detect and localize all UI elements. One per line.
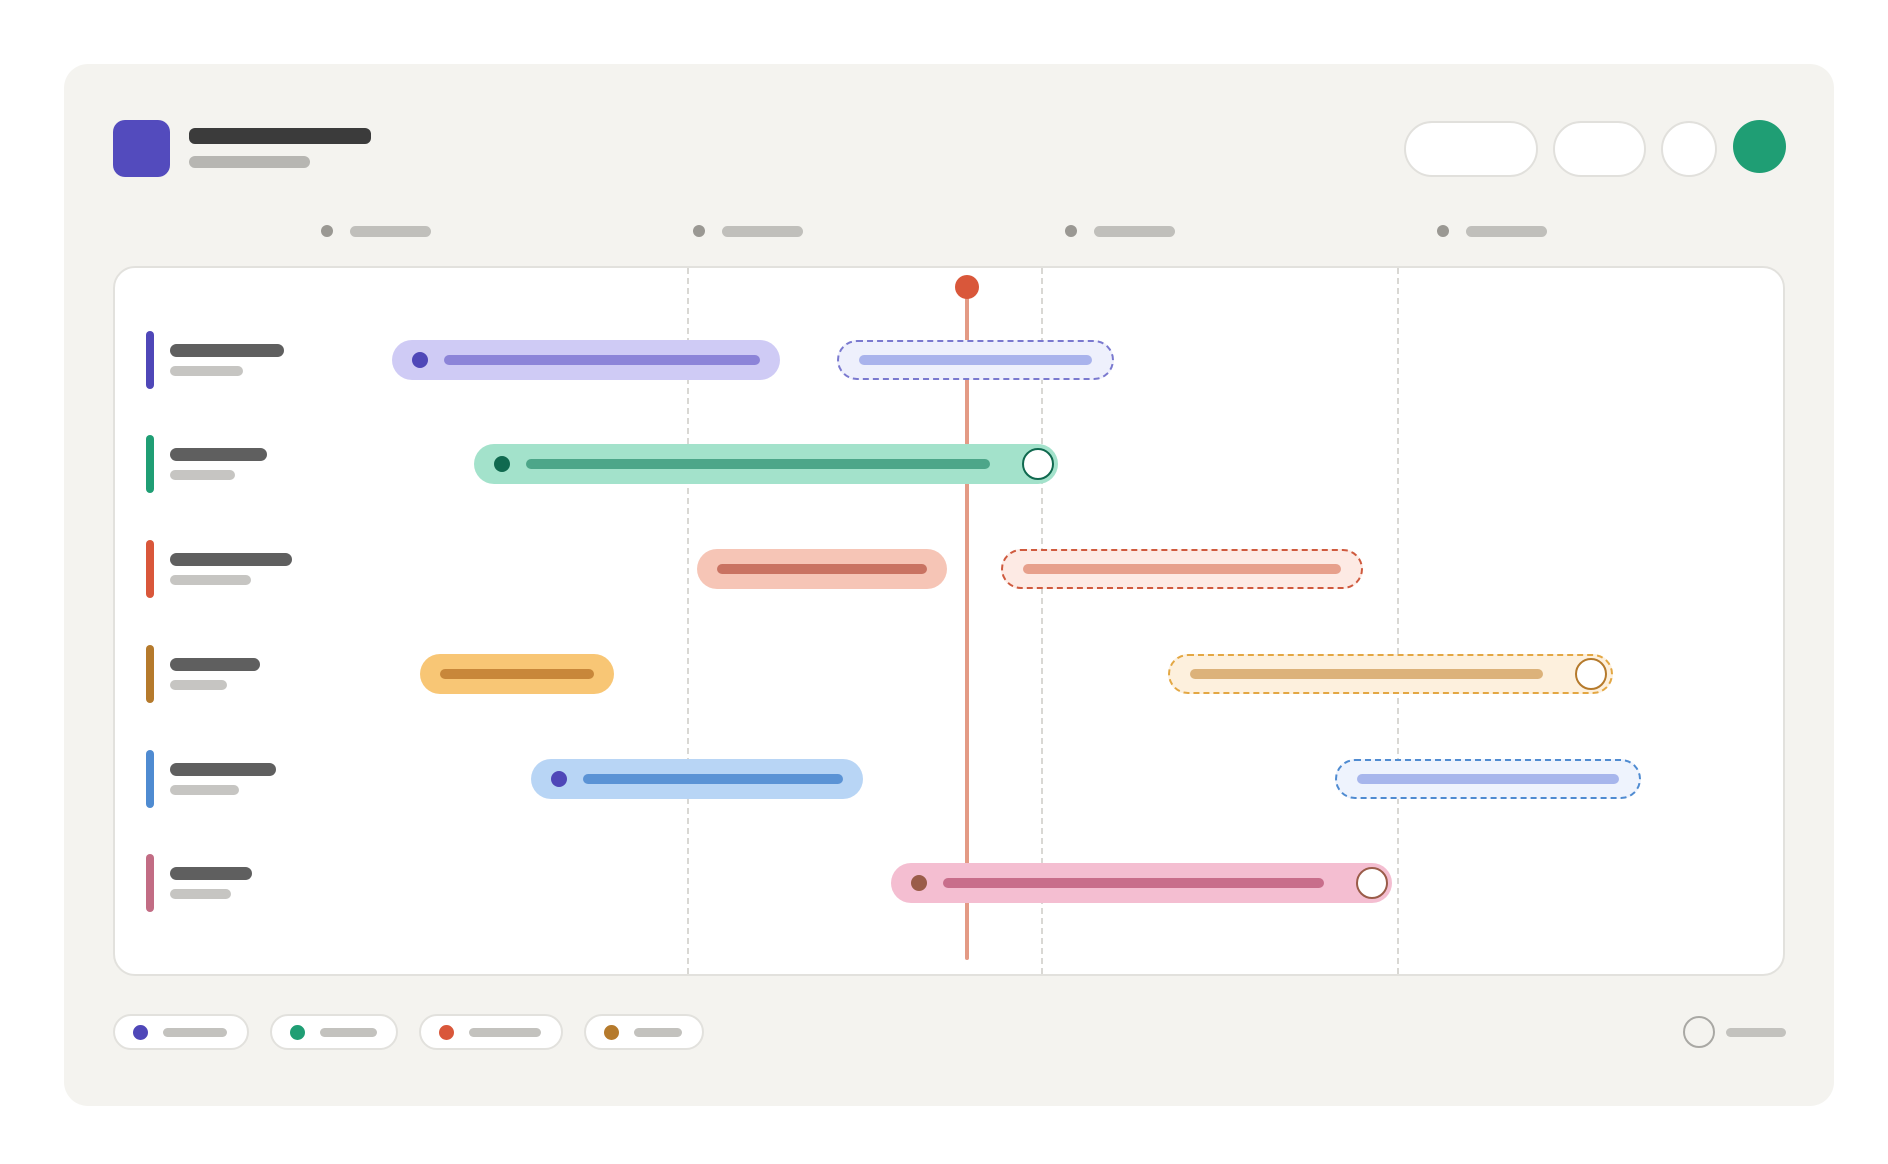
legend-chip[interactable] — [584, 1014, 704, 1050]
header-button-medium[interactable] — [1553, 121, 1646, 177]
column-2-header[interactable] — [722, 226, 803, 237]
gridline — [687, 268, 689, 974]
today-marker-icon[interactable] — [955, 275, 979, 299]
column-3-header[interactable] — [1094, 226, 1175, 237]
row-6-title[interactable] — [170, 867, 252, 880]
milestone-circle-icon[interactable] — [1575, 658, 1607, 690]
legend-color-dot-icon — [290, 1025, 305, 1040]
column-2-marker-icon — [693, 225, 705, 237]
task-bar[interactable] — [392, 340, 780, 380]
column-3-marker-icon — [1065, 225, 1077, 237]
row-1-color-accent — [146, 331, 154, 389]
column-1-marker-icon — [321, 225, 333, 237]
legend-chip[interactable] — [270, 1014, 398, 1050]
circle-outline-icon[interactable] — [1683, 1016, 1715, 1048]
row-4-color-accent — [146, 645, 154, 703]
app-title — [189, 128, 371, 144]
row-3-title[interactable] — [170, 553, 292, 566]
milestone-circle-icon[interactable] — [1356, 867, 1388, 899]
zoom-label — [1726, 1028, 1786, 1037]
legend-color-dot-icon — [604, 1025, 619, 1040]
legend-label — [163, 1028, 227, 1037]
row-3-subtitle — [170, 575, 251, 585]
user-avatar[interactable] — [1733, 120, 1786, 173]
legend-label — [469, 1028, 541, 1037]
task-status-dot-icon — [551, 771, 567, 787]
row-6-color-accent — [146, 854, 154, 912]
column-4-header[interactable] — [1466, 226, 1547, 237]
column-1-header[interactable] — [350, 226, 431, 237]
row-2-title[interactable] — [170, 448, 267, 461]
planned-task-bar[interactable] — [837, 340, 1114, 380]
header-button-wide[interactable] — [1404, 121, 1538, 177]
gridline — [1397, 268, 1399, 974]
task-progress — [1357, 774, 1619, 784]
legend-label — [634, 1028, 682, 1037]
planned-task-bar[interactable] — [1001, 549, 1363, 589]
legend-color-dot-icon — [439, 1025, 454, 1040]
timeline-card — [113, 266, 1785, 976]
app-logo[interactable] — [113, 120, 170, 177]
planned-task-bar[interactable] — [1335, 759, 1641, 799]
legend-chip[interactable] — [419, 1014, 563, 1050]
legend-chip[interactable] — [113, 1014, 249, 1050]
planned-task-bar[interactable] — [1168, 654, 1613, 694]
row-4-title[interactable] — [170, 658, 260, 671]
row-2-subtitle — [170, 470, 235, 480]
column-4-marker-icon — [1437, 225, 1449, 237]
row-4-subtitle — [170, 680, 227, 690]
milestone-circle-icon[interactable] — [1022, 448, 1054, 480]
task-status-dot-icon — [494, 456, 510, 472]
row-3-color-accent — [146, 540, 154, 598]
task-progress — [526, 459, 990, 469]
task-status-dot-icon — [412, 352, 428, 368]
task-bar[interactable] — [420, 654, 614, 694]
task-progress — [859, 355, 1092, 365]
task-progress — [943, 878, 1324, 888]
row-6-subtitle — [170, 889, 231, 899]
row-2-color-accent — [146, 435, 154, 493]
legend-label — [320, 1028, 377, 1037]
row-1-title[interactable] — [170, 344, 284, 357]
gridline — [1041, 268, 1043, 974]
task-status-dot-icon — [911, 875, 927, 891]
task-progress — [583, 774, 843, 784]
today-line — [965, 285, 969, 960]
row-5-subtitle — [170, 785, 239, 795]
row-1-subtitle — [170, 366, 243, 376]
header-button-round[interactable] — [1661, 121, 1717, 177]
task-progress — [440, 669, 594, 679]
task-bar[interactable] — [697, 549, 947, 589]
task-progress — [1190, 669, 1543, 679]
app-subtitle — [189, 156, 310, 168]
legend-color-dot-icon — [133, 1025, 148, 1040]
row-5-color-accent — [146, 750, 154, 808]
task-bar[interactable] — [531, 759, 863, 799]
task-bar[interactable] — [891, 863, 1392, 903]
task-progress — [717, 564, 927, 574]
task-bar[interactable] — [474, 444, 1058, 484]
task-progress — [444, 355, 760, 365]
row-5-title[interactable] — [170, 763, 276, 776]
task-progress — [1023, 564, 1341, 574]
